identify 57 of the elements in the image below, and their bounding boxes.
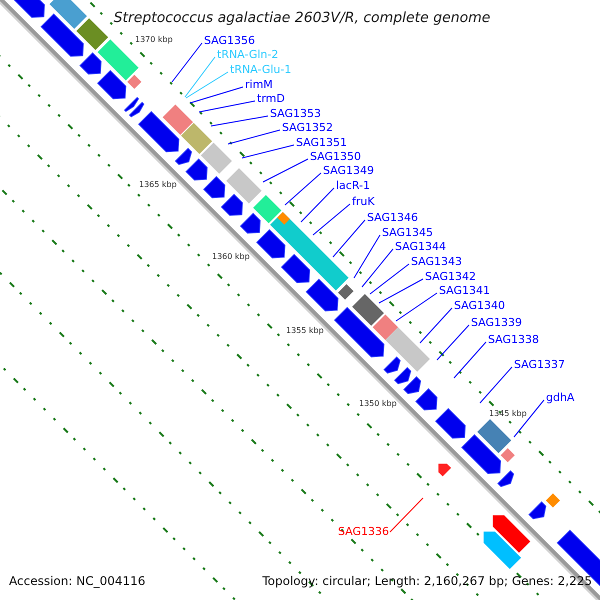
gene-label: fruK: [352, 195, 375, 208]
gene-label: lacR-1: [336, 179, 370, 192]
gene-label: SAG1352: [282, 121, 334, 134]
leader-line: [420, 308, 452, 344]
leader-line: [362, 248, 394, 288]
position-marker: 1350 kbp: [359, 399, 397, 409]
leader-line: [454, 342, 486, 378]
gene-label: SAG1345: [382, 226, 434, 239]
leader-line: [396, 292, 438, 322]
gene-label: gdhA: [546, 391, 574, 404]
gene-label: SAG1340: [454, 299, 506, 312]
accession-text: Accession: NC_004116: [9, 574, 146, 589]
gene-label: SAG1353: [270, 107, 322, 120]
gene-label: SAG1343: [411, 255, 462, 268]
leader-line: [370, 264, 410, 294]
leader-line: [190, 86, 244, 104]
position-marker: 1365 kbp: [139, 180, 177, 190]
leader-line: [480, 366, 512, 404]
position-marker: 1360 kbp: [212, 252, 250, 262]
gene-label: tRNA-Gln-2: [217, 48, 278, 61]
gene-label: SAG1342: [425, 270, 476, 283]
position-marker: 1370 kbp: [135, 35, 173, 45]
gene-label: SAG1349: [323, 164, 374, 177]
gene-label: SAG1350: [310, 150, 362, 163]
leader-line: [436, 324, 470, 360]
title: Streptococcus agalactiae 2603V/R, complete genome: [112, 9, 492, 27]
gene-label: SAG1346: [367, 211, 418, 224]
leader-line: [354, 234, 380, 278]
gene-label: SAG1339: [471, 316, 522, 329]
leader-line: [312, 204, 350, 236]
gene-label: SAG1341: [439, 284, 490, 297]
leader-line: [242, 144, 294, 158]
leader-line: [390, 498, 424, 532]
leader-line: [172, 42, 202, 82]
leader-line: [262, 158, 308, 182]
gene-label: SAG1356: [204, 34, 256, 47]
leader-line: [332, 220, 366, 258]
gene-label: SAG1336: [338, 525, 389, 538]
gene-label: trmD: [257, 92, 285, 105]
leader-line: [378, 278, 424, 304]
leader-line: [284, 172, 322, 206]
leader-line: [210, 116, 268, 126]
gene-label: SAG1337: [514, 358, 566, 371]
position-marker: 1345 kbp: [489, 409, 527, 419]
genome-info-text: Topology: circular; Length: 2,160,267 bp; Genes: 2,225: [262, 574, 592, 589]
gene-label: rimM: [245, 78, 273, 91]
gene-label: SAG1338: [488, 333, 540, 346]
leader-line: [186, 72, 228, 98]
position-marker: 1355 kbp: [286, 326, 324, 336]
gene-label: SAG1344: [395, 240, 446, 253]
leader-line: [300, 188, 334, 222]
leader-line: [198, 100, 256, 112]
gene-label: tRNA-Glu-1: [230, 63, 292, 76]
leader-line: [184, 56, 216, 98]
leader-line: [514, 400, 544, 438]
gene-label: SAG1351: [296, 136, 348, 149]
leader-line: [228, 130, 280, 144]
